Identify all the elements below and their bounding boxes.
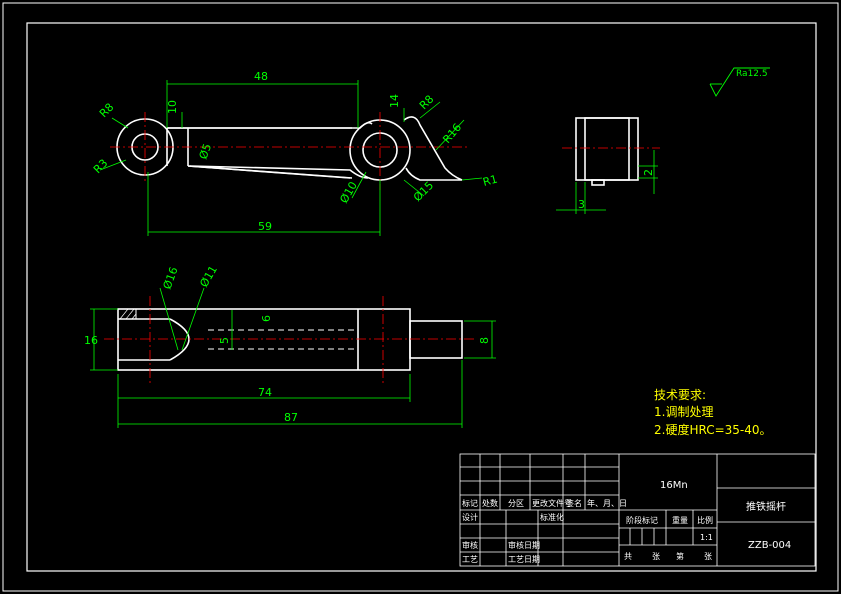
dim-r3: R3 [91,157,111,177]
dim-87: 87 [284,411,298,424]
dim-phi5: Ø5 [197,142,215,161]
notes-title: 技术要求: [654,388,706,402]
top-dimension-lines [90,287,496,428]
dim-phi10: Ø10 [337,179,360,205]
tb-sheets-label2: 张 [704,552,712,561]
side-dimension-lines [556,150,658,214]
dim-48: 48 [254,70,268,83]
side-view [575,117,639,186]
top-centerlines [104,296,476,384]
notes-line2: 2.硬度HRC=35-40。 [654,422,772,437]
dim-2: 2 [642,169,655,176]
tb-stage-mark: 阶段标记 [626,515,658,525]
front-dimension-lines [99,80,483,236]
dim-phi15: Ø15 [411,179,436,204]
dim-phi16: Ø16 [161,265,181,291]
tb-process: 工艺 [462,555,478,564]
hatch [119,308,137,320]
tb-date-a: 审核日期 [508,540,540,550]
dim-8: 8 [478,337,491,344]
dim-10: 10 [166,100,179,114]
tb-material: 16Mn [660,480,688,491]
tb-design: 设计 [462,512,478,522]
surface-finish-text: Ra12.5 [736,69,768,79]
tb-standardize: 标准化 [540,512,564,522]
tb-h-count: 处数 [482,498,498,508]
tb-sheets-total: 共 [624,552,632,561]
front-centerlines [110,112,470,190]
dim-phi11: Ø11 [197,263,220,289]
tb-sheets-num: 第 [676,551,684,561]
top-view [117,308,463,371]
tb-scale: 比例 [697,515,713,525]
tb-h-date: 年、月、日 [587,498,627,508]
surface-finish-symbol [709,67,770,97]
tb-drawing-no: ZZB-004 [748,540,791,551]
dim-r16: R16 [440,121,464,146]
notes-line1: 1.调制处理 [654,405,713,419]
tb-weight: 重量 [672,515,688,525]
dim-6: 6 [260,315,273,322]
tb-h-mark: 标记 [462,498,478,508]
dim-r8-right: R8 [417,93,437,113]
arm-taper [187,165,353,179]
dim-14: 14 [388,94,401,108]
dim-74: 74 [258,386,272,399]
hook-tail [403,116,463,181]
tb-h-zone: 分区 [508,499,524,508]
dim-r8-left: R8 [97,101,117,121]
title-block [459,453,816,567]
dim-r1: R1 [481,173,499,189]
tb-review: 审核 [462,540,478,550]
front-view [116,116,463,181]
top-hidden-lines [208,329,358,350]
tb-sheets-label1: 张 [652,552,660,561]
arm-body [167,121,373,179]
dim-5: 5 [218,337,231,344]
dim-59: 59 [258,220,272,233]
tb-part-name: 推铁摇杆 [746,500,786,513]
tb-scale-value: 1:1 [700,533,713,542]
inner-frame [26,22,817,572]
dim-3: 3 [578,198,585,211]
tb-h-sign: 签名 [566,498,582,508]
tb-date-b: 工艺日期 [508,555,540,564]
dim-16: 16 [84,334,98,347]
tb-h-docno: 更改文件号 [532,498,572,508]
